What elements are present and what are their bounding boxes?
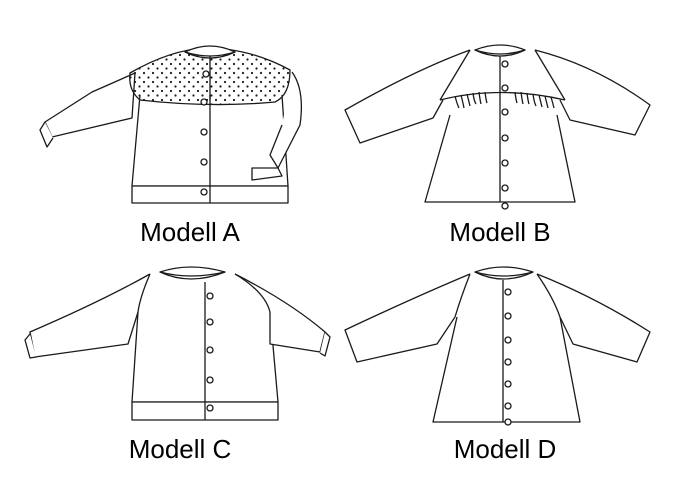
cardigan-a-drawing — [39, 45, 303, 204]
model-b: Modell B — [344, 30, 660, 270]
cardigan-d-drawing — [344, 266, 651, 426]
model-label: Modell A — [140, 217, 240, 247]
model-label: Modell D — [453, 434, 557, 464]
model-label: Modell C — [128, 434, 232, 464]
model-d: Modell D — [344, 262, 660, 472]
model-c: Modell C — [20, 262, 331, 472]
cardigan-b-drawing — [344, 44, 651, 210]
model-a: Modell A — [20, 30, 330, 270]
model-label: Modell B — [449, 217, 551, 247]
cardigan-c-drawing — [24, 266, 331, 421]
